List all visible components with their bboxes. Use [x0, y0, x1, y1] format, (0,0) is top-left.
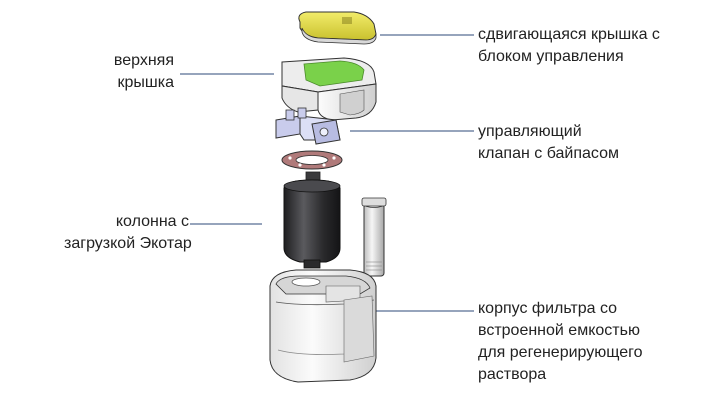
label-top-cover-line-1: верхняя: [113, 52, 174, 69]
riser-tube-part: [361, 197, 387, 277]
gasket-ring-part: [281, 150, 343, 170]
label-control-valve: управляющий клапан с байпасом: [478, 121, 619, 165]
label-control-valve-line-2: клапан с байпасом: [478, 145, 619, 162]
label-top-cover-line-2: крышка: [117, 74, 174, 91]
control-valve-part: [275, 107, 341, 145]
label-media-column: колонна с загрузкой Экотар: [64, 211, 192, 255]
label-sliding-lid-line-1: сдвигающаяся крышка с: [478, 26, 660, 43]
filter-housing-part: [269, 269, 377, 383]
label-filter-housing-line-2: встроенной емкостью: [478, 322, 640, 339]
label-filter-housing: корпус фильтра со встроенной емкостью дл…: [478, 298, 643, 386]
label-sliding-lid-line-2: блоком управления: [478, 48, 624, 65]
sliding-lid-part: [298, 11, 377, 45]
label-top-cover: верхняя крышка: [82, 50, 174, 94]
top-cover-part: [281, 57, 377, 121]
label-sliding-lid: сдвигающаяся крышка с блоком управления: [478, 24, 660, 68]
label-media-column-line-2: загрузкой Экотар: [64, 235, 192, 252]
label-filter-housing-line-4: раствора: [478, 366, 547, 383]
media-column-part: [283, 171, 341, 269]
label-media-column-line-1: колонна с: [115, 213, 189, 230]
label-filter-housing-line-3: для регенерирующего: [478, 344, 643, 361]
label-control-valve-line-1: управляющий: [478, 123, 582, 140]
label-filter-housing-line-1: корпус фильтра со: [478, 300, 618, 317]
